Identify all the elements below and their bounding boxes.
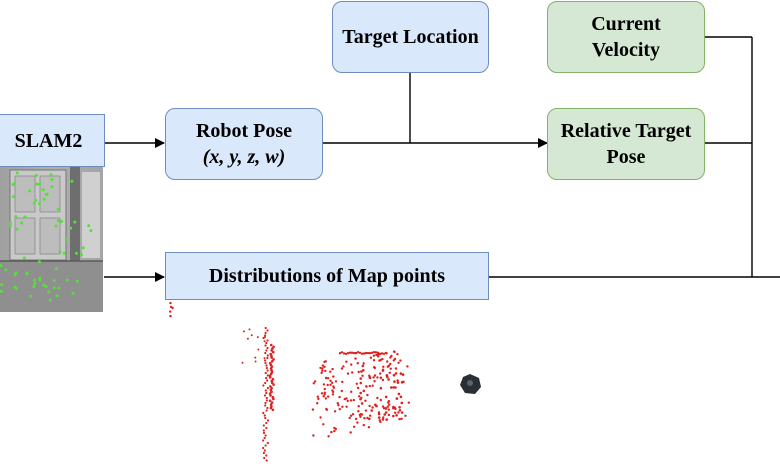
current-velocity-box: Current Velocity [547,1,705,73]
robot-icon [460,374,481,394]
slam-label: SLAM2 [14,129,83,152]
robot-pose-coordinates: (x, y, z, w) [202,146,286,168]
distributions-box: Distributions of Map points [165,252,489,300]
camera-frame-image [0,166,103,312]
target-location-label: Target Location [342,26,479,48]
slam-box: SLAM2 [0,114,105,167]
distributions-label: Distributions of Map points [208,265,446,287]
feature-points [0,171,93,302]
robot-pose-box: Robot Pose (x, y, z, w) [165,108,323,180]
target-location-box: Target Location [332,1,489,73]
relative-target-pose-label-line1: Relative Target [560,120,692,142]
robot-pose-label: Robot Pose [195,120,293,142]
connectors [104,36,780,282]
current-velocity-label-line1: Current [591,13,661,35]
relative-target-pose-label-line2: Pose [606,146,646,168]
current-velocity-label-line2: Velocity [591,39,661,61]
map-point-cloud [169,301,410,462]
relative-target-pose-box: Relative Target Pose [547,108,705,180]
